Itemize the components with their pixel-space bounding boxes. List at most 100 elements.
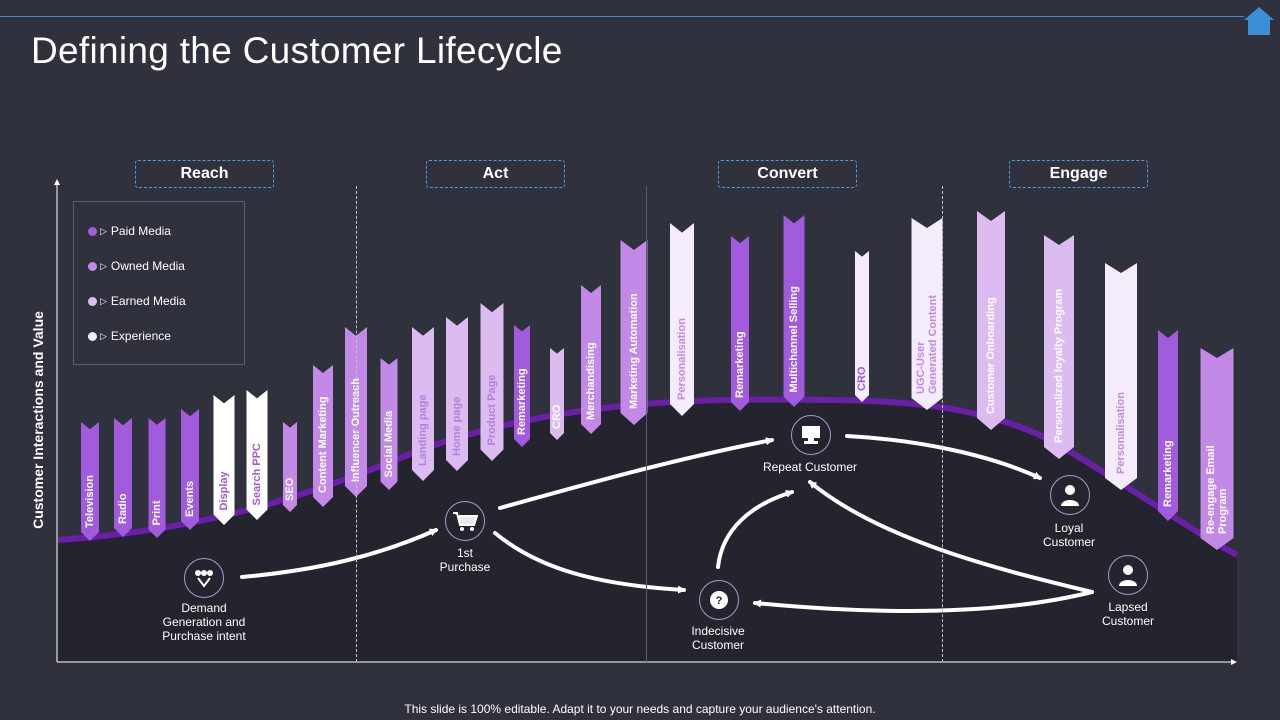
question-person-icon: ? bbox=[699, 580, 739, 620]
touchpoint-ribbon: CRO bbox=[855, 251, 869, 402]
node-loyal-label: Loyal Customer bbox=[1042, 521, 1095, 549]
legend: ▷Paid Media ▷Owned Media ▷Earned Media ▷… bbox=[73, 201, 245, 365]
touchpoint-label: Display bbox=[218, 470, 230, 510]
lapsed-user-icon bbox=[1108, 555, 1148, 595]
touchpoint-label: Remarketing bbox=[516, 368, 528, 435]
home-icon[interactable] bbox=[1242, 4, 1276, 38]
node-repeat-label: Repeat Customer bbox=[762, 460, 858, 474]
touchpoint-ribbon: Print bbox=[148, 418, 166, 538]
top-accent-line bbox=[0, 16, 1244, 17]
arrow-purchase-to-indecisive bbox=[493, 531, 686, 594]
stage-engage: Engage bbox=[1009, 160, 1148, 188]
touchpoint-shape bbox=[670, 223, 694, 416]
touchpoint-label: CRO bbox=[551, 404, 563, 429]
touchpoint-ribbon: Content Marketing bbox=[313, 365, 333, 507]
arrow-indecisive-to-repeat bbox=[716, 489, 794, 569]
touchpoint-label: Television bbox=[84, 475, 96, 528]
touchpoint-shape bbox=[380, 358, 398, 490]
touchpoint-label: Customer Onboarding bbox=[985, 297, 997, 414]
touchpoint-shape bbox=[283, 422, 297, 512]
touchpoint-ribbon: Remarketing bbox=[731, 236, 749, 411]
touchpoint-label: Landing page bbox=[417, 395, 429, 467]
touchpoint-ribbon: CRO bbox=[550, 348, 564, 440]
legend-label: Experience bbox=[110, 329, 171, 343]
arrow-repeat-to-loyal bbox=[845, 434, 1042, 480]
touchpoint-ribbon: Multichannel Selling bbox=[783, 215, 805, 407]
touchpoint-ribbon: Customer Onboarding bbox=[977, 211, 1005, 430]
arrow-purchase-to-repeat bbox=[498, 437, 774, 510]
touchpoint-shape bbox=[480, 303, 504, 461]
svg-text:?: ? bbox=[716, 595, 723, 607]
touchpoint-ribbon: Social Media bbox=[380, 358, 398, 490]
legend-label: Owned Media bbox=[110, 259, 185, 273]
stage-act: Act bbox=[426, 160, 565, 188]
touchpoint-label: SEO bbox=[284, 477, 296, 501]
node-demand-label: Demand Generation and Purchase intent bbox=[162, 601, 246, 643]
legend-dot bbox=[88, 296, 97, 306]
touchpoint-label: Home page bbox=[451, 397, 463, 456]
legend-item-experience: ▷Experience bbox=[88, 329, 171, 343]
touchpoint-shape bbox=[313, 365, 333, 507]
legend-dot bbox=[88, 261, 97, 271]
shopping-cart-icon bbox=[445, 501, 485, 541]
loyal-user-icon bbox=[1050, 475, 1090, 515]
legend-item-earned: ▷Earned Media bbox=[88, 294, 186, 308]
touchpoint-label: UGC-UserGenerated Content bbox=[915, 295, 939, 394]
touchpoint-ribbon: Events bbox=[181, 409, 199, 530]
touchpoint-ribbon: Landing page bbox=[412, 327, 434, 481]
touchpoint-ribbon: SEO bbox=[283, 422, 297, 512]
node-lapsed-label: Lapsed Customer bbox=[1101, 600, 1154, 628]
touchpoint-shape bbox=[514, 325, 530, 447]
touchpoint-ribbon: Personalisation bbox=[670, 223, 694, 416]
touchpoint-shape bbox=[783, 215, 805, 407]
touchpoint-label: Influencer Outreach bbox=[350, 378, 362, 482]
touchpoint-ribbon: Re-engage EmailProgram bbox=[1200, 348, 1234, 550]
touchpoint-ribbon: Display bbox=[213, 395, 235, 525]
touchpoint-label: Personalisation bbox=[676, 318, 688, 400]
touchpoint-ribbon: UGC-UserGenerated Content bbox=[911, 218, 943, 410]
stage-reach: Reach bbox=[135, 160, 274, 188]
stage-divider bbox=[646, 186, 647, 662]
computer-user-icon bbox=[791, 415, 831, 455]
touchpoint-shape bbox=[550, 348, 564, 440]
touchpoint-label: CRO bbox=[856, 366, 868, 391]
touchpoint-ribbon: Home page bbox=[446, 317, 468, 471]
touchpoint-ribbon: Remarketing bbox=[514, 325, 530, 447]
touchpoint-label: Product Page bbox=[486, 375, 498, 446]
touchpoint-ribbon: Television bbox=[81, 422, 99, 541]
stage-divider bbox=[942, 186, 943, 662]
touchpoint-label: Multichannel Selling bbox=[788, 286, 800, 392]
touchpoint-ribbon: Merchandising bbox=[581, 285, 601, 434]
touchpoint-shape bbox=[1105, 263, 1137, 490]
node-first-purchase-label: 1st Purchase bbox=[439, 546, 491, 574]
touchpoint-label: Personalisation bbox=[1115, 392, 1127, 474]
touchpoint-ribbon: Radio bbox=[114, 418, 132, 537]
touchpoint-shape bbox=[581, 285, 601, 434]
node-indecisive-label: Indecisive Customer bbox=[691, 624, 745, 652]
legend-item-owned: ▷Owned Media bbox=[88, 259, 185, 273]
touchpoint-shape bbox=[1044, 235, 1074, 459]
touchpoint-label: Remarketing bbox=[734, 331, 746, 398]
touchpoint-label: Print bbox=[151, 500, 163, 525]
touchpoint-shape bbox=[446, 317, 468, 471]
touchpoint-ribbon: Personalisation bbox=[1105, 263, 1137, 490]
legend-item-paid: ▷Paid Media bbox=[88, 224, 171, 238]
y-axis-label: Customer Interactions and Value bbox=[30, 311, 46, 529]
stage-divider bbox=[356, 186, 357, 662]
page-title: Defining the Customer Lifecycle bbox=[31, 30, 563, 71]
demand-icon bbox=[184, 558, 224, 598]
touchpoint-label: Social Media bbox=[383, 410, 395, 478]
touchpoint-label: Content Marketing bbox=[317, 396, 329, 493]
legend-dot bbox=[88, 331, 97, 341]
touchpoint-label: Search PPC bbox=[251, 443, 263, 505]
touchpoint-shape bbox=[731, 236, 749, 411]
touchpoint-shape bbox=[148, 418, 166, 538]
touchpoint-label: Personalized loyalty Program bbox=[1053, 289, 1065, 443]
touchpoint-shape bbox=[1200, 348, 1234, 550]
footer-note: This slide is 100% editable. Adapt it to… bbox=[404, 702, 876, 716]
touchpoint-shape bbox=[977, 211, 1005, 430]
touchpoint-ribbon: Search PPC bbox=[246, 390, 268, 520]
touchpoint-label: Remarketing bbox=[1162, 440, 1174, 507]
arrow-demand-to-purchase bbox=[240, 528, 438, 579]
touchpoint-label: Events bbox=[184, 481, 196, 517]
